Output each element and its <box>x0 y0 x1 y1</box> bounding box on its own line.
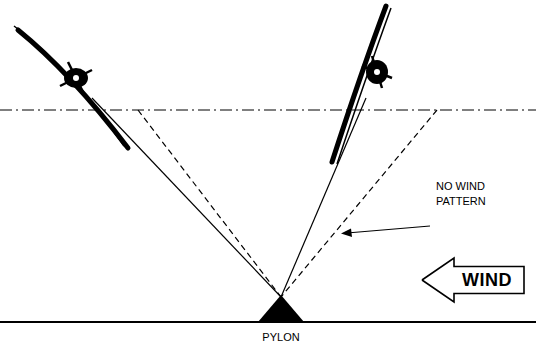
pattern-note: NO WIND PATTERN <box>436 179 498 209</box>
pylon-symbol <box>258 295 304 322</box>
wind-line <box>281 98 366 297</box>
airplane-right <box>332 6 392 164</box>
airplane-left <box>14 26 128 148</box>
leader-line <box>347 226 430 233</box>
no-wind-line <box>281 110 437 297</box>
wind-line <box>92 98 281 297</box>
reference-line <box>0 110 536 111</box>
wind-label: WIND <box>462 270 536 291</box>
no-wind-line <box>138 110 281 297</box>
wind-arrow: WIND <box>422 258 524 302</box>
pylon-label: PYLON <box>262 330 299 345</box>
leader-arrowhead <box>341 229 352 238</box>
